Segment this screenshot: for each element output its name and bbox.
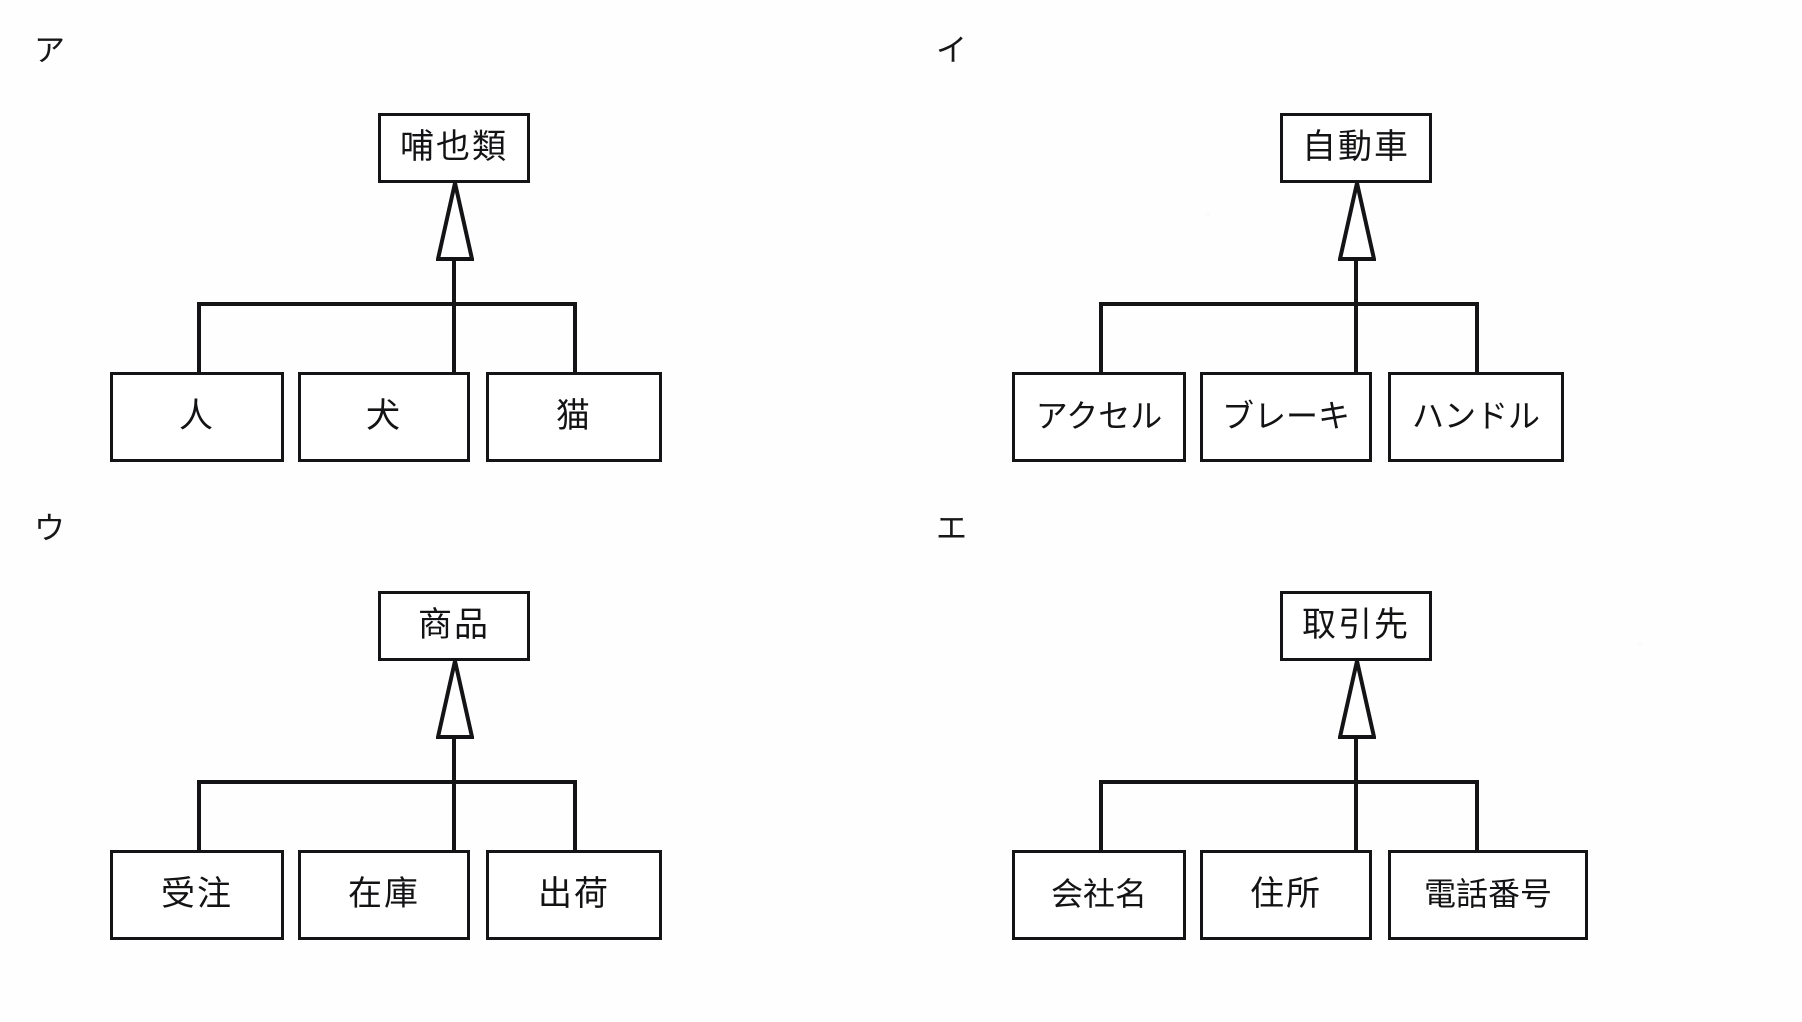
child-connector-1-a: [197, 302, 201, 374]
parent-class-label-b: 自動車: [1302, 127, 1410, 167]
child-connector-1-b: [1099, 302, 1103, 374]
child-class-box-2-d: 住所: [1200, 850, 1372, 940]
child-class-box-3-a: 猫: [486, 372, 662, 462]
child-class-label-1-b: アクセル: [1035, 397, 1163, 435]
parent-class-box-c: 商品: [378, 591, 530, 661]
child-class-label-3-b: ハンドル: [1411, 397, 1540, 435]
child-class-label-2-b: ブレーキ: [1221, 397, 1350, 435]
option-diagram-c: ウ 商品 受注 在庫 出荷: [0, 478, 900, 989]
generalization-arrow-icon-b: [1338, 181, 1376, 263]
child-connector-2-b: [1354, 302, 1358, 374]
option-diagram-d: エ 取引先 会社名 住所 電話番号: [902, 478, 1802, 989]
option-diagram-b: イ 自動車 アクセル ブレーキ ハンドル: [902, 0, 1802, 511]
child-class-label-3-c: 出荷: [538, 874, 610, 914]
parent-class-label-c: 商品: [418, 605, 490, 645]
generalization-arrow-icon-c: [436, 659, 474, 741]
generalization-stem-a: [452, 260, 456, 306]
child-class-label-3-d: 電話番号: [1423, 875, 1552, 913]
option-key-label-c: ウ: [34, 511, 65, 547]
child-class-box-1-d: 会社名: [1012, 850, 1186, 940]
child-connector-3-b: [1475, 302, 1479, 374]
child-connector-3-a: [573, 302, 577, 374]
child-class-box-1-a: 人: [110, 372, 284, 462]
child-class-box-1-b: アクセル: [1012, 372, 1186, 462]
option-key-label-a: ア: [34, 33, 65, 69]
option-key-label-b: イ: [936, 33, 967, 69]
parent-class-label-d: 取引先: [1302, 605, 1410, 645]
parent-class-label-a: 哺也類: [400, 127, 508, 167]
option-diagram-a: ア 哺也類 人 犬 猫: [0, 0, 900, 511]
child-connector-2-d: [1354, 780, 1358, 852]
child-class-box-2-b: ブレーキ: [1200, 372, 1372, 462]
child-class-box-3-b: ハンドル: [1388, 372, 1564, 462]
child-class-label-3-a: 猫: [556, 396, 592, 436]
child-class-label-2-a: 犬: [366, 396, 402, 436]
child-connector-1-c: [197, 780, 201, 852]
child-connector-2-c: [452, 780, 456, 852]
child-connector-1-d: [1099, 780, 1103, 852]
child-class-label-2-c: 在庫: [348, 874, 420, 914]
parent-class-box-a: 哺也類: [378, 113, 530, 183]
child-connector-3-d: [1475, 780, 1479, 852]
child-class-box-2-c: 在庫: [298, 850, 470, 940]
child-class-label-1-c: 受注: [161, 874, 233, 914]
option-key-label-d: エ: [936, 511, 967, 547]
generalization-bus-d: [1099, 780, 1479, 784]
child-connector-2-a: [452, 302, 456, 374]
generalization-stem-b: [1354, 260, 1358, 306]
child-class-label-1-a: 人: [179, 396, 215, 436]
generalization-arrow-icon-d: [1338, 659, 1376, 741]
parent-class-box-b: 自動車: [1280, 113, 1432, 183]
child-class-box-2-a: 犬: [298, 372, 470, 462]
generalization-bus-a: [197, 302, 577, 306]
child-class-box-1-c: 受注: [110, 850, 284, 940]
child-class-label-1-d: 会社名: [1050, 875, 1147, 913]
parent-class-box-d: 取引先: [1280, 591, 1432, 661]
generalization-arrow-icon-a: [436, 181, 474, 263]
generalization-stem-c: [452, 738, 456, 784]
child-class-box-3-c: 出荷: [486, 850, 662, 940]
child-class-label-2-d: 住所: [1250, 874, 1322, 914]
generalization-bus-c: [197, 780, 577, 784]
child-class-box-3-d: 電話番号: [1388, 850, 1588, 940]
child-connector-3-c: [573, 780, 577, 852]
generalization-stem-d: [1354, 738, 1358, 784]
generalization-bus-b: [1099, 302, 1479, 306]
